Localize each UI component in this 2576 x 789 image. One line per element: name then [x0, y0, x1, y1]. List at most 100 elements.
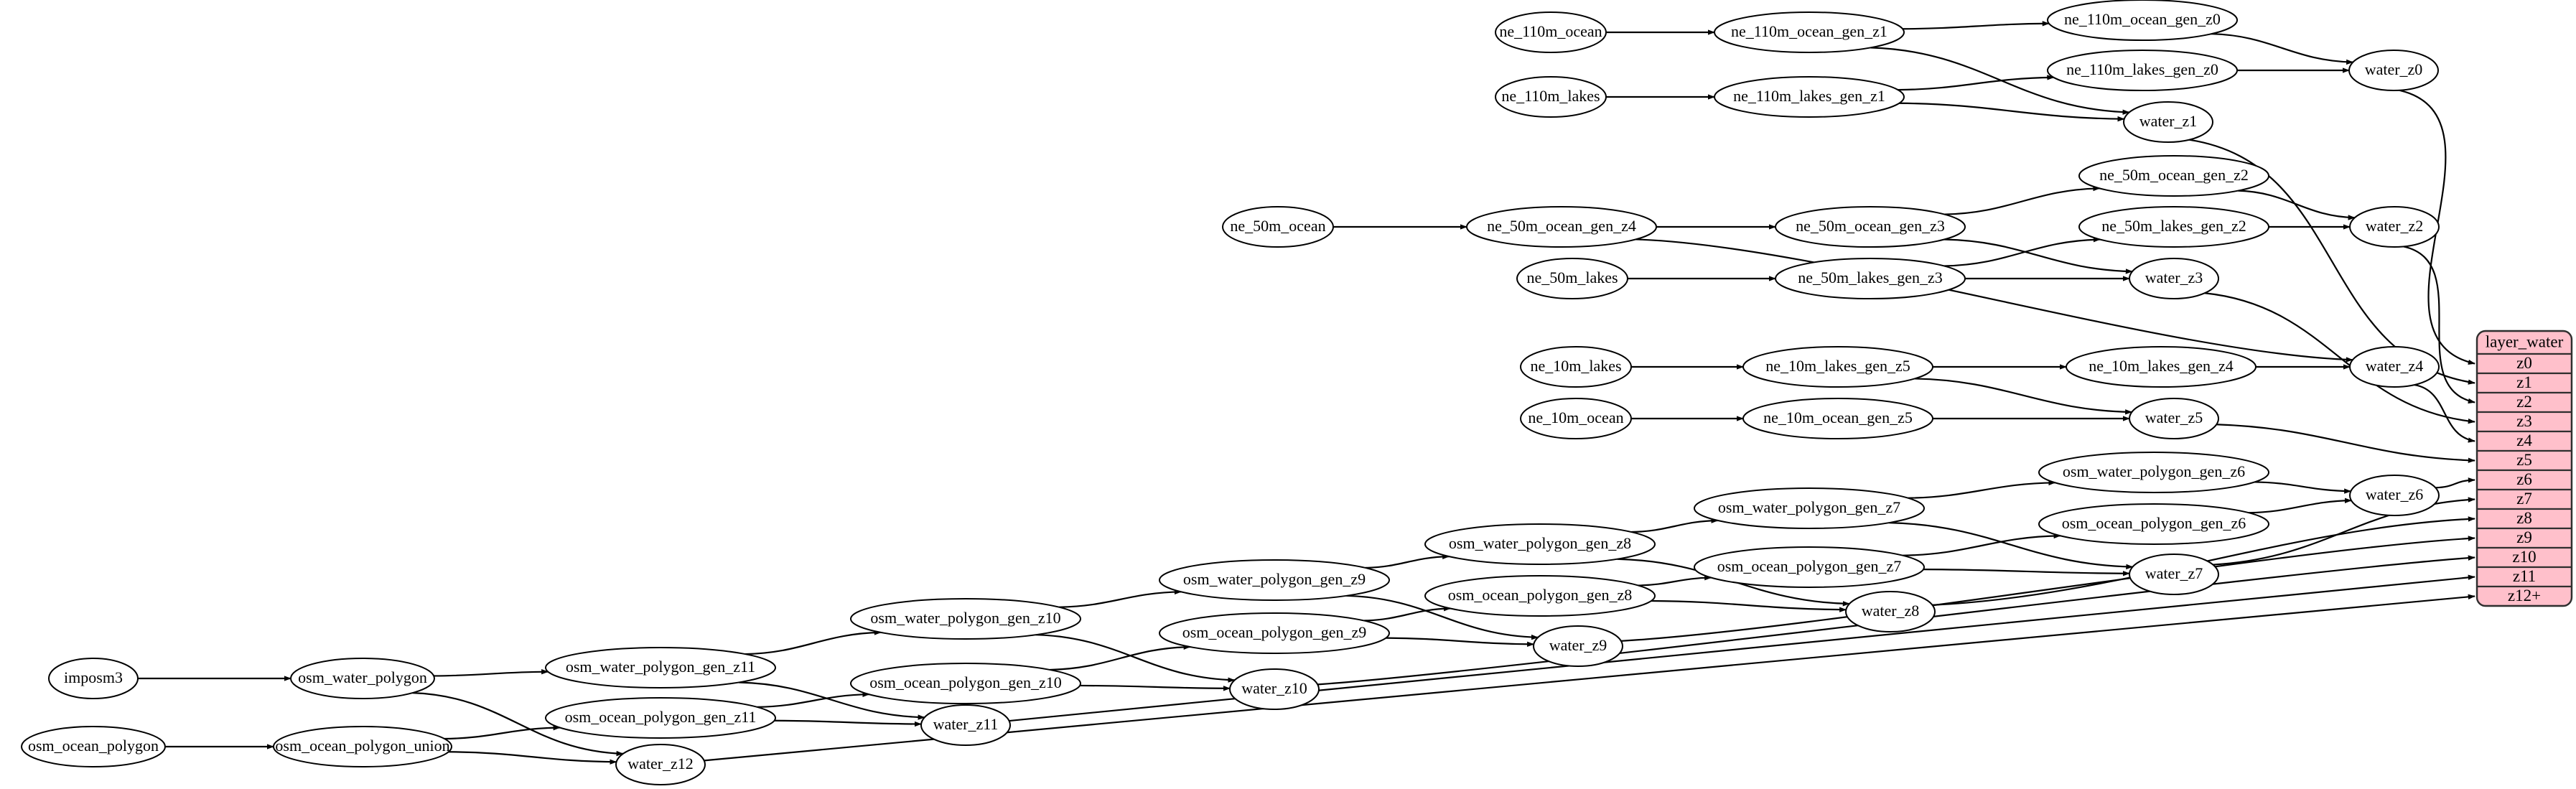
node-ellipse-water_z7[interactable] [2129, 554, 2219, 595]
graph-node-water_z6[interactable]: water_z6 [2349, 475, 2440, 516]
node-ellipse-ne_50m_ocean[interactable] [1222, 206, 1334, 248]
node-ellipse-osm_ocean_polygon_gen_z7[interactable] [1694, 546, 1925, 588]
graph-node-ne_50m_ocean[interactable]: ne_50m_ocean [1222, 206, 1334, 248]
graph-node-water_z2[interactable]: water_z2 [2349, 206, 2440, 248]
node-ellipse-ne_10m_lakes_gen_z4[interactable] [2066, 346, 2257, 388]
graph-node-osm_water_polygon_gen_z10[interactable]: osm_water_polygon_gen_z10 [850, 598, 1081, 640]
node-ellipse-ne_10m_ocean[interactable] [1520, 398, 1632, 439]
record-row-z1-cell[interactable] [2477, 372, 2572, 394]
node-ellipse-ne_50m_lakes_gen_z2[interactable] [2078, 206, 2269, 248]
node-ellipse-water_z4[interactable] [2349, 346, 2440, 388]
graph-node-osm_ocean_polygon_gen_z6[interactable]: osm_ocean_polygon_gen_z6 [2038, 503, 2269, 545]
graph-node-ne_50m_lakes_gen_z2[interactable]: ne_50m_lakes_gen_z2 [2078, 206, 2269, 248]
node-ellipse-water_z11[interactable] [920, 704, 1011, 746]
node-ellipse-osm_water_polygon_gen_z9[interactable] [1159, 559, 1390, 601]
node-ellipse-ne_50m_ocean_gen_z2[interactable] [2078, 155, 2269, 197]
graph-node-osm_ocean_polygon_gen_z10[interactable]: osm_ocean_polygon_gen_z10 [850, 663, 1081, 704]
node-ellipse-ne_10m_ocean_gen_z5[interactable] [1742, 398, 1933, 439]
node-ellipse-ne_110m_lakes_gen_z1[interactable] [1714, 76, 1905, 118]
graph-node-ne_110m_lakes_gen_z0[interactable]: ne_110m_lakes_gen_z0 [2047, 50, 2238, 91]
node-ellipse-osm_ocean_polygon_gen_z10[interactable] [850, 663, 1081, 704]
graph-node-ne_10m_ocean[interactable]: ne_10m_ocean [1520, 398, 1632, 439]
record-row-z11-cell[interactable] [2477, 566, 2572, 588]
graph-node-osm_water_polygon[interactable]: osm_water_polygon [290, 658, 435, 699]
graph-node-water_z7[interactable]: water_z7 [2129, 554, 2219, 595]
graph-node-osm_water_polygon_gen_z11[interactable]: osm_water_polygon_gen_z11 [545, 647, 776, 688]
node-ellipse-water_z10[interactable] [1229, 668, 1320, 710]
graph-node-ne_50m_lakes[interactable]: ne_50m_lakes [1516, 258, 1628, 299]
graph-node-water_z3[interactable]: water_z3 [2129, 258, 2219, 299]
node-ellipse-ne_110m_ocean[interactable] [1495, 11, 1607, 53]
record-row-z4-cell[interactable] [2477, 430, 2572, 452]
node-ellipse-osm_water_polygon_gen_z10[interactable] [850, 598, 1081, 640]
graph-node-ne_50m_lakes_gen_z3[interactable]: ne_50m_lakes_gen_z3 [1775, 258, 1966, 299]
node-ellipse-ne_110m_ocean_gen_z1[interactable] [1714, 11, 1905, 53]
node-ellipse-water_z0[interactable] [2348, 50, 2439, 91]
node-ellipse-ne_10m_lakes_gen_z5[interactable] [1742, 346, 1933, 388]
node-ellipse-ne_50m_ocean_gen_z4[interactable] [1466, 206, 1657, 248]
graph-node-ne_10m_lakes_gen_z4[interactable]: ne_10m_lakes_gen_z4 [2066, 346, 2257, 388]
graph-node-osm_ocean_polygon_gen_z9[interactable]: osm_ocean_polygon_gen_z9 [1159, 612, 1390, 654]
graph-node-osm_ocean_polygon[interactable]: osm_ocean_polygon [21, 726, 166, 767]
graph-node-osm_ocean_polygon_gen_z11[interactable]: osm_ocean_polygon_gen_z11 [545, 697, 776, 739]
graph-node-water_z10[interactable]: water_z10 [1229, 668, 1320, 710]
graph-node-osm_water_polygon_gen_z6[interactable]: osm_water_polygon_gen_z6 [2038, 452, 2269, 493]
node-ellipse-ne_10m_lakes[interactable] [1520, 346, 1632, 388]
graph-node-ne_50m_ocean_gen_z3[interactable]: ne_50m_ocean_gen_z3 [1775, 206, 1966, 248]
graph-node-water_z9[interactable]: water_z9 [1533, 625, 1623, 667]
record-row-z0-cell[interactable] [2477, 353, 2572, 375]
graph-node-water_z8[interactable]: water_z8 [1845, 591, 1936, 632]
graph-node-ne_10m_ocean_gen_z5[interactable]: ne_10m_ocean_gen_z5 [1742, 398, 1933, 439]
graph-node-water_z12[interactable]: water_z12 [615, 744, 706, 785]
graph-node-osm_water_polygon_gen_z9[interactable]: osm_water_polygon_gen_z9 [1159, 559, 1390, 601]
graph-node-ne_110m_ocean[interactable]: ne_110m_ocean [1495, 11, 1607, 53]
node-ellipse-osm_water_polygon_gen_z11[interactable] [545, 647, 776, 688]
graph-node-ne_10m_lakes[interactable]: ne_10m_lakes [1520, 346, 1632, 388]
graph-node-ne_110m_ocean_gen_z0[interactable]: ne_110m_ocean_gen_z0 [2047, 0, 2238, 41]
graph-node-osm_ocean_polygon_union[interactable]: osm_ocean_polygon_union [273, 726, 452, 767]
node-ellipse-osm_ocean_polygon_gen_z6[interactable] [2038, 503, 2269, 545]
graph-node-water_z5[interactable]: water_z5 [2129, 398, 2219, 439]
node-ellipse-ne_110m_ocean_gen_z0[interactable] [2047, 0, 2238, 41]
graph-node-ne_110m_lakes_gen_z1[interactable]: ne_110m_lakes_gen_z1 [1714, 76, 1905, 118]
record-node-layer-water[interactable]: layer_waterz0z1z2z3z4z5z6z7z8z9z10z11z12… [2475, 330, 2573, 607]
node-ellipse-osm_water_polygon[interactable] [290, 658, 435, 699]
node-ellipse-osm_ocean_polygon_union[interactable] [273, 726, 452, 767]
graph-node-ne_50m_ocean_gen_z4[interactable]: ne_50m_ocean_gen_z4 [1466, 206, 1657, 248]
node-ellipse-osm_ocean_polygon_gen_z9[interactable] [1159, 612, 1390, 654]
node-ellipse-ne_110m_lakes_gen_z0[interactable] [2047, 50, 2238, 91]
node-ellipse-osm_ocean_polygon_gen_z8[interactable] [1424, 575, 1656, 617]
node-ellipse-water_z5[interactable] [2129, 398, 2219, 439]
node-ellipse-water_z9[interactable] [1533, 625, 1623, 667]
graph-node-osm_ocean_polygon_gen_z8[interactable]: osm_ocean_polygon_gen_z8 [1424, 575, 1656, 617]
graph-node-osm_ocean_polygon_gen_z7[interactable]: osm_ocean_polygon_gen_z7 [1694, 546, 1925, 588]
graph-node-imposm3[interactable]: imposm3 [48, 658, 139, 699]
node-ellipse-ne_50m_lakes_gen_z3[interactable] [1775, 258, 1966, 299]
node-ellipse-ne_110m_lakes[interactable] [1495, 76, 1607, 118]
node-ellipse-water_z8[interactable] [1845, 591, 1936, 632]
graph-node-ne_50m_ocean_gen_z2[interactable]: ne_50m_ocean_gen_z2 [2078, 155, 2269, 197]
record-row-z2-cell[interactable] [2477, 391, 2572, 414]
node-ellipse-osm_water_polygon_gen_z8[interactable] [1424, 523, 1656, 565]
graph-node-ne_110m_ocean_gen_z1[interactable]: ne_110m_ocean_gen_z1 [1714, 11, 1905, 53]
node-ellipse-water_z1[interactable] [2123, 101, 2213, 143]
node-ellipse-water_z12[interactable] [615, 744, 706, 785]
graph-node-water_z11[interactable]: water_z11 [920, 704, 1011, 746]
graph-node-osm_water_polygon_gen_z8[interactable]: osm_water_polygon_gen_z8 [1424, 523, 1656, 565]
node-ellipse-osm_ocean_polygon_gen_z11[interactable] [545, 697, 776, 739]
node-ellipse-ne_50m_lakes[interactable] [1516, 258, 1628, 299]
node-ellipse-water_z6[interactable] [2349, 475, 2440, 516]
node-ellipse-water_z3[interactable] [2129, 258, 2219, 299]
node-ellipse-osm_water_polygon_gen_z6[interactable] [2038, 452, 2269, 493]
node-ellipse-ne_50m_ocean_gen_z3[interactable] [1775, 206, 1966, 248]
graph-node-ne_10m_lakes_gen_z5[interactable]: ne_10m_lakes_gen_z5 [1742, 346, 1933, 388]
graph-node-water_z4[interactable]: water_z4 [2349, 346, 2440, 388]
graph-node-ne_110m_lakes[interactable]: ne_110m_lakes [1495, 76, 1607, 118]
node-ellipse-water_z2[interactable] [2349, 206, 2440, 248]
node-ellipse-osm_water_polygon_gen_z7[interactable] [1694, 487, 1925, 529]
node-ellipse-imposm3[interactable] [48, 658, 139, 699]
record-row-z12+-cell[interactable] [2477, 585, 2572, 606]
graph-node-osm_water_polygon_gen_z7[interactable]: osm_water_polygon_gen_z7 [1694, 487, 1925, 529]
node-ellipse-osm_ocean_polygon[interactable] [21, 726, 166, 767]
graph-node-water_z1[interactable]: water_z1 [2123, 101, 2213, 143]
